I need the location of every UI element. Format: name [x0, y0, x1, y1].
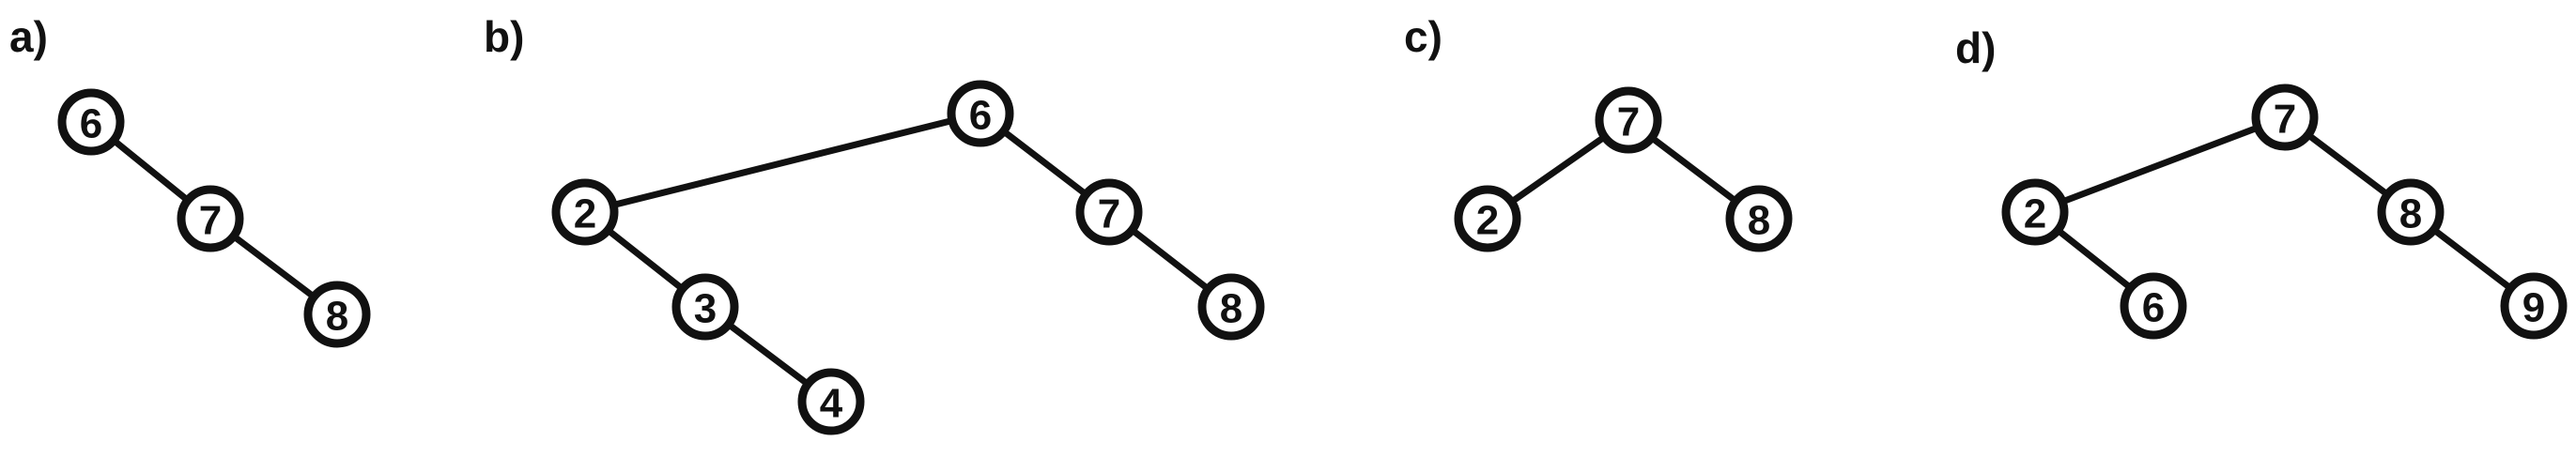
node-value: 8	[2399, 191, 2422, 237]
node-value: 8	[326, 294, 348, 340]
node-circle	[1454, 185, 1521, 252]
node-value: 3	[694, 286, 717, 332]
node-circle	[2120, 272, 2187, 340]
node-circle	[2377, 178, 2445, 246]
node-circle	[2001, 178, 2069, 246]
tree-node-c8: 8	[1725, 185, 1793, 252]
tree-node-d8: 8	[2377, 178, 2445, 246]
panel-labels-layer: a) b) c) d)	[9, 12, 1996, 72]
panel-label-a: a)	[9, 12, 48, 61]
node-circle	[303, 281, 371, 348]
node-value: 2	[2024, 191, 2046, 237]
node-value: 8	[1748, 198, 1770, 244]
panel-label-c: c)	[1404, 12, 1442, 61]
tree-node-d7: 7	[2251, 84, 2319, 151]
node-value: 4	[820, 381, 843, 427]
tree-node-a6: 6	[57, 88, 125, 156]
node-circle	[57, 88, 125, 156]
panel-label-d: d)	[1955, 23, 1996, 72]
tree-node-b2: 2	[551, 178, 619, 246]
node-circle	[797, 368, 865, 435]
tree-node-b3: 3	[671, 273, 739, 341]
node-value: 2	[1476, 198, 1499, 244]
node-value: 6	[80, 101, 102, 147]
node-circle	[671, 273, 739, 341]
node-value: 8	[1220, 286, 1242, 332]
node-circle	[1075, 178, 1143, 246]
node-value: 7	[1098, 191, 1120, 237]
tree-node-d6: 6	[2120, 272, 2187, 340]
node-circle	[1595, 86, 1662, 154]
node-circle	[1725, 185, 1793, 252]
tree-node-a7: 7	[177, 185, 244, 252]
tree-node-a8: 8	[303, 281, 371, 348]
tree-node-b7: 7	[1075, 178, 1143, 246]
tree-node-b6: 6	[947, 80, 1014, 147]
tree-node-d2: 2	[2001, 178, 2069, 246]
node-circle	[947, 80, 1014, 147]
tree-node-d9: 9	[2500, 272, 2568, 340]
tree-node-b8: 8	[1197, 273, 1265, 341]
node-value: 7	[1617, 99, 1640, 145]
tree-edge-b6-b2	[581, 110, 984, 216]
tree-edge-d7-d2	[2031, 114, 2289, 216]
node-circle	[551, 178, 619, 246]
node-value: 7	[2274, 97, 2296, 143]
tree-node-b4: 4	[797, 368, 865, 435]
node-value: 6	[969, 93, 992, 139]
node-circle	[2251, 84, 2319, 151]
node-circle	[1197, 273, 1265, 341]
node-value: 2	[574, 191, 596, 237]
panel-label-b: b)	[484, 12, 524, 61]
node-value: 9	[2522, 285, 2545, 331]
node-circle	[177, 185, 244, 252]
node-value: 7	[199, 198, 222, 244]
tree-node-c7: 7	[1595, 86, 1662, 154]
nodes-layer: 6 7 8 6 2 7 3 8 4 7 2 8 7 2 8 6 9	[57, 80, 2568, 435]
edges-layer	[87, 110, 2537, 405]
tree-node-c2: 2	[1454, 185, 1521, 252]
node-value: 6	[2142, 285, 2165, 331]
node-circle	[2500, 272, 2568, 340]
